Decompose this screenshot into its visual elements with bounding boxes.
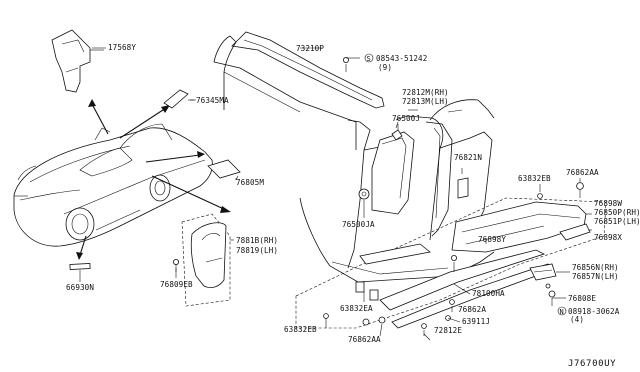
label-76809EB: 76809EB [160,280,193,289]
label-76808E: 76808E [568,294,596,303]
label-08543-51242: 08543-51242 [376,54,427,63]
car-arrows [76,99,231,260]
body-side-assembly [213,31,495,283]
label-08918-3062A: 08918-3062A [568,307,620,316]
label-72812E: 72812E [434,326,462,335]
label-08918-qty: (4) [570,315,584,324]
label-63832EB-top: 63832EB [518,174,551,183]
label-76856N: 76856N(RH) [572,263,619,272]
label-76805M: 76805M [236,178,264,187]
part-76805M-shape [207,159,241,181]
label-76862AA-bot: 76862AA [348,335,381,344]
sill-cover [295,197,607,329]
label-76898Y: 76898Y [478,235,506,244]
label-73210P: 73210P [296,44,324,53]
label-72813M: 72813M(LH) [402,97,449,106]
label-76862AA-top: 76862AA [566,168,599,177]
part-76345MA-shape [163,89,196,109]
label-63911J: 63911J [462,317,490,326]
label-17568Y: 17568Y [108,43,136,52]
part-wheelhouse-liner [172,213,231,307]
label-66930N: 66930N [66,283,94,292]
svg-text:N: N [560,308,564,316]
label-63832EB-bot: 63832EB [284,325,317,334]
fasteners [323,182,584,336]
label-78819: 78819(LH) [236,246,278,255]
label-76500JA: 76500JA [342,220,375,229]
label-76821N: 76821N [454,153,482,162]
label-76857N: 76857N(LH) [572,272,619,281]
label-72812M: 72812M(RH) [402,88,449,97]
svg-text:S: S [367,55,371,63]
n-circle-icon: N [557,306,567,316]
label-08543-qty: (9) [378,63,392,72]
label-7881B: 7881B(RH) [236,236,278,245]
leader-lines [92,47,592,341]
car-illustration [13,123,213,247]
s-circle-icon: S [364,53,374,63]
part-labels: 17568Y 76345MA 76805M 66930N 76809EB 788… [66,43,640,369]
label-76500J: 76500J [392,114,420,123]
label-76898X: 76898X [594,233,622,242]
diagram-reference-code: J76700UY [568,359,616,369]
label-76851P: 76851P(LH) [594,217,640,226]
label-76345MA: 76345MA [196,96,229,105]
label-63832EA: 63832EA [340,304,373,313]
label-76898W: 76898W [594,199,622,208]
part-17568Y-shape [51,29,104,93]
part-66930N-shape [69,263,91,282]
label-76850P: 76850P(RH) [594,208,640,217]
label-78100HA: 78100HA [472,289,505,298]
label-76862A: 76862A [458,305,486,314]
